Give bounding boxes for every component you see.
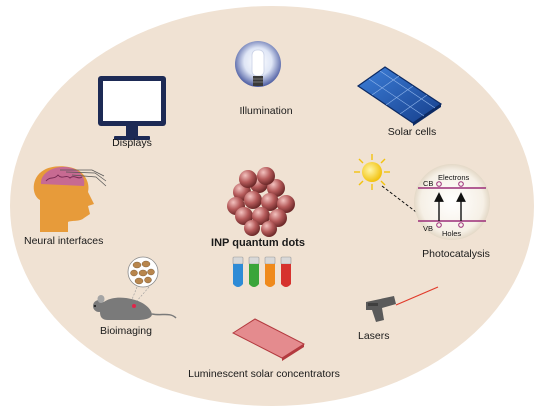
brain-head-icon	[33, 166, 107, 232]
vial-red	[280, 256, 292, 287]
solar-panel-icon	[356, 66, 443, 126]
bioimaging-label: Bioimaging	[100, 325, 152, 337]
holes-label: Holes	[442, 229, 461, 238]
lsc-label: Luminescent solar concentrators	[188, 368, 340, 380]
vials-icon	[232, 256, 292, 287]
quantum-dot-cluster-icon	[227, 167, 295, 237]
light-arrow	[381, 185, 427, 221]
red-slab-icon	[231, 318, 306, 361]
vb-label: VB	[423, 224, 433, 233]
monitor-icon	[98, 76, 166, 140]
cb-label: CB	[423, 179, 433, 188]
sun-icon	[354, 154, 390, 190]
illumination-label: Illumination	[239, 105, 293, 117]
solar-cells-label: Solar cells	[387, 126, 437, 138]
lasers-label: Lasers	[358, 330, 390, 342]
neural-interfaces-label: Neural interfaces	[24, 235, 104, 247]
vial-blue	[232, 256, 244, 287]
center-label: INP quantum dots	[211, 237, 305, 249]
displays-label: Displays	[112, 137, 152, 149]
band-diagram-icon	[414, 164, 490, 240]
photocatalysis-label: Photocatalysis	[422, 248, 490, 260]
electrons-label: Electrons	[438, 173, 470, 182]
vial-green	[248, 256, 260, 287]
vial-orange	[264, 256, 276, 287]
light-bulb-icon	[235, 41, 281, 87]
mouse-icon	[93, 256, 177, 320]
laser-gun-icon	[366, 286, 439, 322]
